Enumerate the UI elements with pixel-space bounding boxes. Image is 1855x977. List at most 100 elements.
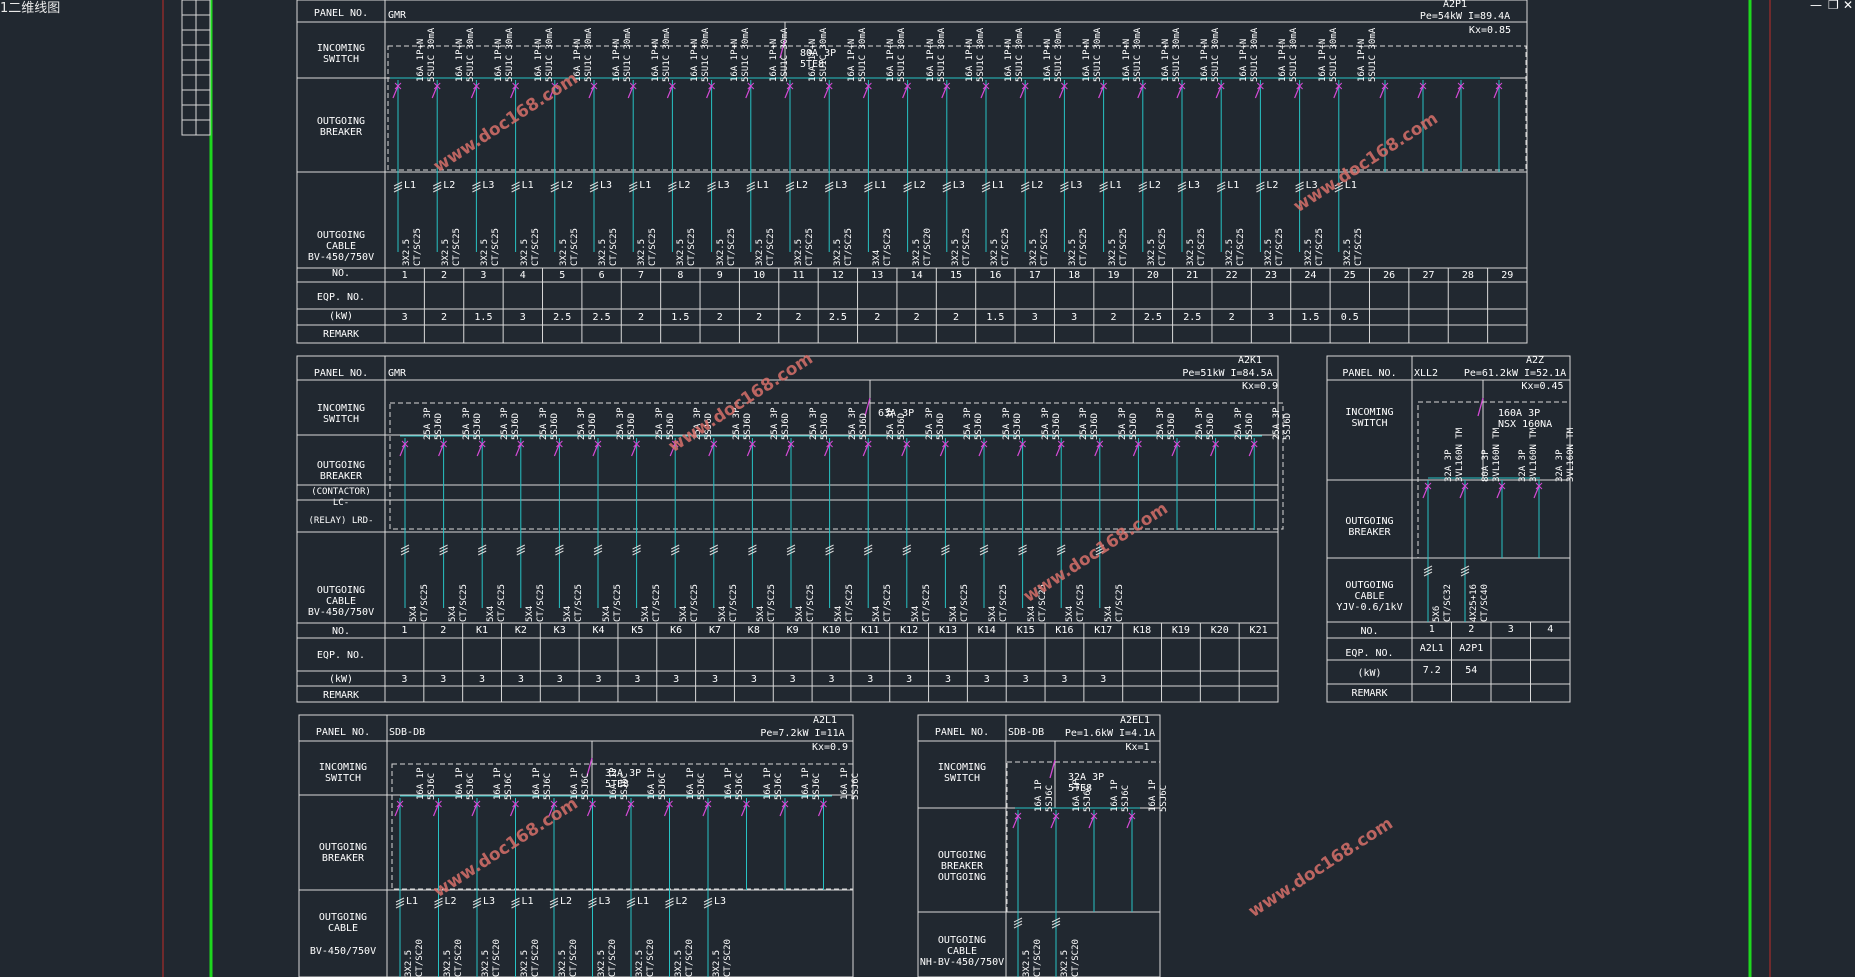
panel-a2k1-breaker-19-x2	[1096, 440, 1104, 448]
panel-a2p1-spare-breaker-contact	[1417, 85, 1424, 99]
panel-a2p1-cable-tick	[393, 181, 403, 187]
panel-a2p1-cable-spec: 3X2.5 CT/SC25	[598, 228, 619, 266]
panel-a2l1-breaker-12-contact	[817, 803, 825, 817]
panel-a2p1-cable-tick	[628, 187, 638, 193]
panel-a2k1-cable-tick	[670, 547, 680, 553]
panel-a2p1-kx: Kx=0.85	[1468, 25, 1512, 36]
panel-a2p1-cable-tick	[942, 184, 952, 190]
panel-a2l1-breaker-3-x2	[473, 800, 481, 808]
panel-a2p1-power-value: 2.5	[1183, 312, 1202, 323]
panel-a2l1-phase: L3	[483, 896, 496, 907]
panel-a2l1-breaker-rating: 16A 1P 5SJ6C	[570, 767, 591, 800]
panel-a2p1-cable-spec: 3X2.5 CT/SC25	[637, 228, 659, 266]
panel-a2p1-cable-tick	[432, 184, 442, 190]
panel-a2p1-cable-tick	[942, 187, 952, 193]
panel-a2p1-cable-tick	[1334, 187, 1344, 193]
panel-a2k1-power-value: 3	[440, 674, 447, 685]
panel-a2p1-breaker-rating: 16A 1P+N 5SU1C 30mA	[925, 27, 947, 82]
panel-a2k1-cable-spec: 5X4 CT/SC25	[640, 584, 662, 622]
panel-a2p1-breaker-rating: 16A 1P+N 5SU1C 30mA	[1121, 27, 1143, 82]
minimize-icon[interactable]: —	[1810, 0, 1822, 12]
panel-a2k1-cable-tick	[477, 550, 487, 556]
panel-a2el1-breaker-4-contact	[1126, 815, 1133, 829]
panel-a2p1-circuit-no: 23	[1265, 270, 1278, 281]
panel-a2k1-breaker-20-contact	[1132, 443, 1139, 457]
panel-a2p1-cable-tick	[432, 181, 442, 187]
panel-a2p1-breaker-23-x2	[1257, 82, 1264, 90]
panel-a2p1-phase: L3	[1305, 180, 1318, 191]
panel-a2k1-breaker-13-contact	[862, 443, 869, 457]
panel-a2p1-breaker-1-x2	[394, 82, 402, 90]
panel-a2k1-power-value: 3	[944, 674, 951, 685]
panel-a2l1-breaker-8-contact	[663, 803, 671, 817]
panel-a2p1-cable-tick	[824, 184, 834, 190]
panel-a2z-breaker-1-x2	[1424, 482, 1432, 490]
panel-a2p1-breaker-24-contact	[1294, 85, 1301, 99]
panel-a2p1-cable-tick	[1256, 187, 1265, 193]
panel-a2k1-power-value: 3	[556, 674, 563, 685]
panel-a2p1-cable-tick	[981, 181, 991, 187]
panel-a2p1-phase: L1	[1344, 180, 1357, 191]
panel-a2k1-breaker-rating: 25A 3P 5SJ6D	[924, 407, 946, 440]
panel-a2p1-breaker-13-x2	[865, 82, 872, 90]
panel-a2p1-breaker-rating: 16A 1P+N 5SU1C 30mA	[768, 27, 790, 82]
panel-a2p1-cable-tick	[472, 181, 481, 187]
panel-a2l1-breaker-1-contact	[394, 803, 401, 817]
panel-a2p1-circuit-no: 15	[949, 270, 962, 281]
panel-a2p1-cable-spec: 3X2.5 CT/SC25	[754, 228, 776, 266]
panel-a2p1-cable-spec: 3X2.5 CT/SC25	[833, 228, 855, 266]
panel-a2z-cable-tick	[1423, 568, 1433, 574]
panel-a2l1-cable-spec: 3X2.5 CT/SC20	[442, 939, 464, 977]
panel-a2l1-dashed-enclosure	[391, 763, 854, 890]
panel-a2l1-breaker-rating: 16A 1P 5SJ6C	[454, 767, 476, 800]
panel-a2p1-cable-tick	[903, 181, 912, 187]
panel-a2l1-label-panel-no: PANEL NO.	[315, 727, 371, 738]
panel-a2k1-circuit-no: K7	[708, 625, 722, 636]
panel-a2k1-cable-tick	[863, 544, 873, 550]
panel-a2z-circuit-no: 4	[1547, 624, 1554, 635]
panel-a2p1-breaker-9-contact	[706, 85, 713, 99]
panel-a2k1-circuit-no: K11	[861, 625, 880, 636]
panel-a2l1-cable-spec: 3X2.5 CT/SC20	[558, 939, 579, 977]
panel-a2k1-breaker-6-x2	[594, 440, 602, 448]
panel-a2p1-cable-tick	[1216, 184, 1226, 190]
panel-a2k1-breaker-rating: 25A 3P 5SJ6D	[500, 407, 522, 440]
panel-a2k1-cable-tick	[1018, 550, 1027, 556]
panel-a2k1-label-no: NO.	[331, 626, 351, 637]
panel-a2p1-breaker-11-contact	[784, 85, 791, 99]
panel-a2k1-id: A2K1	[1237, 355, 1263, 366]
panel-a2k1-cable-tick	[748, 547, 757, 553]
panel-a2z-label-eqp: EQP. NO.	[1345, 648, 1394, 659]
panel-a2p1-breaker-20-contact	[1137, 85, 1144, 99]
panel-a2k1-circuit-no: K6	[670, 625, 683, 636]
close-icon[interactable]: ✕	[1843, 0, 1854, 12]
panel-a2el1-label-incoming: INCOMING SWITCH	[937, 762, 987, 784]
panel-a2l1-breaker-3-contact	[471, 803, 478, 817]
panel-a2k1-cable-tick	[979, 550, 989, 556]
panel-a2z-cable-spec: 5X6 CT/SC32	[1432, 584, 1453, 622]
panel-a2k1-breaker-9-contact	[708, 443, 715, 457]
panel-a2p1-cable-spec: 3X2.5 CT/SC25	[794, 228, 815, 266]
panel-a2p1-label-power: (kW)	[328, 311, 354, 322]
panel-a2p1-cable-tick	[1020, 181, 1030, 187]
panel-a2l1-breaker-7-contact	[625, 803, 632, 817]
restore-icon[interactable]: ❐	[1828, 0, 1839, 12]
panel-a2el1-label-breaker: OUTGOING BREAKER OUTGOING	[937, 850, 987, 883]
panel-a2l1-cable-tick	[665, 900, 674, 906]
panel-a2p1-breaker-17-x2	[1021, 82, 1029, 90]
panel-a2el1-label-panel-no: PANEL NO.	[934, 727, 990, 738]
panel-a2l1-breaker-rating: 16A 1P 5SJ6C	[493, 767, 514, 800]
panel-a2l1-cable-tick	[703, 900, 713, 906]
panel-a2z-incoming-rating: 160A 3P NSX 160NA	[1498, 408, 1553, 430]
panel-a2p1-cable-spec: 3X2.5 CT/SC25	[1068, 228, 1090, 266]
panel-a2k1-circuit-no: K19	[1171, 625, 1190, 636]
panel-a2p1-cable-tick	[1020, 184, 1030, 190]
panel-a2k1-breaker-16-contact	[978, 443, 985, 457]
panel-a2p1-cable-spec: 3X2.5 CT/SC25	[1225, 228, 1247, 266]
panel-a2p1-breaker-rating: 16A 1P+N 5SU1C 30mA	[847, 27, 869, 82]
panel-a2el1-breaker-3-x2	[1090, 812, 1098, 820]
panel-a2k1-cable-tick	[825, 544, 834, 550]
panel-a2k1-breaker-8-contact	[669, 443, 676, 457]
panel-a2z-cable-tick	[1460, 568, 1470, 574]
